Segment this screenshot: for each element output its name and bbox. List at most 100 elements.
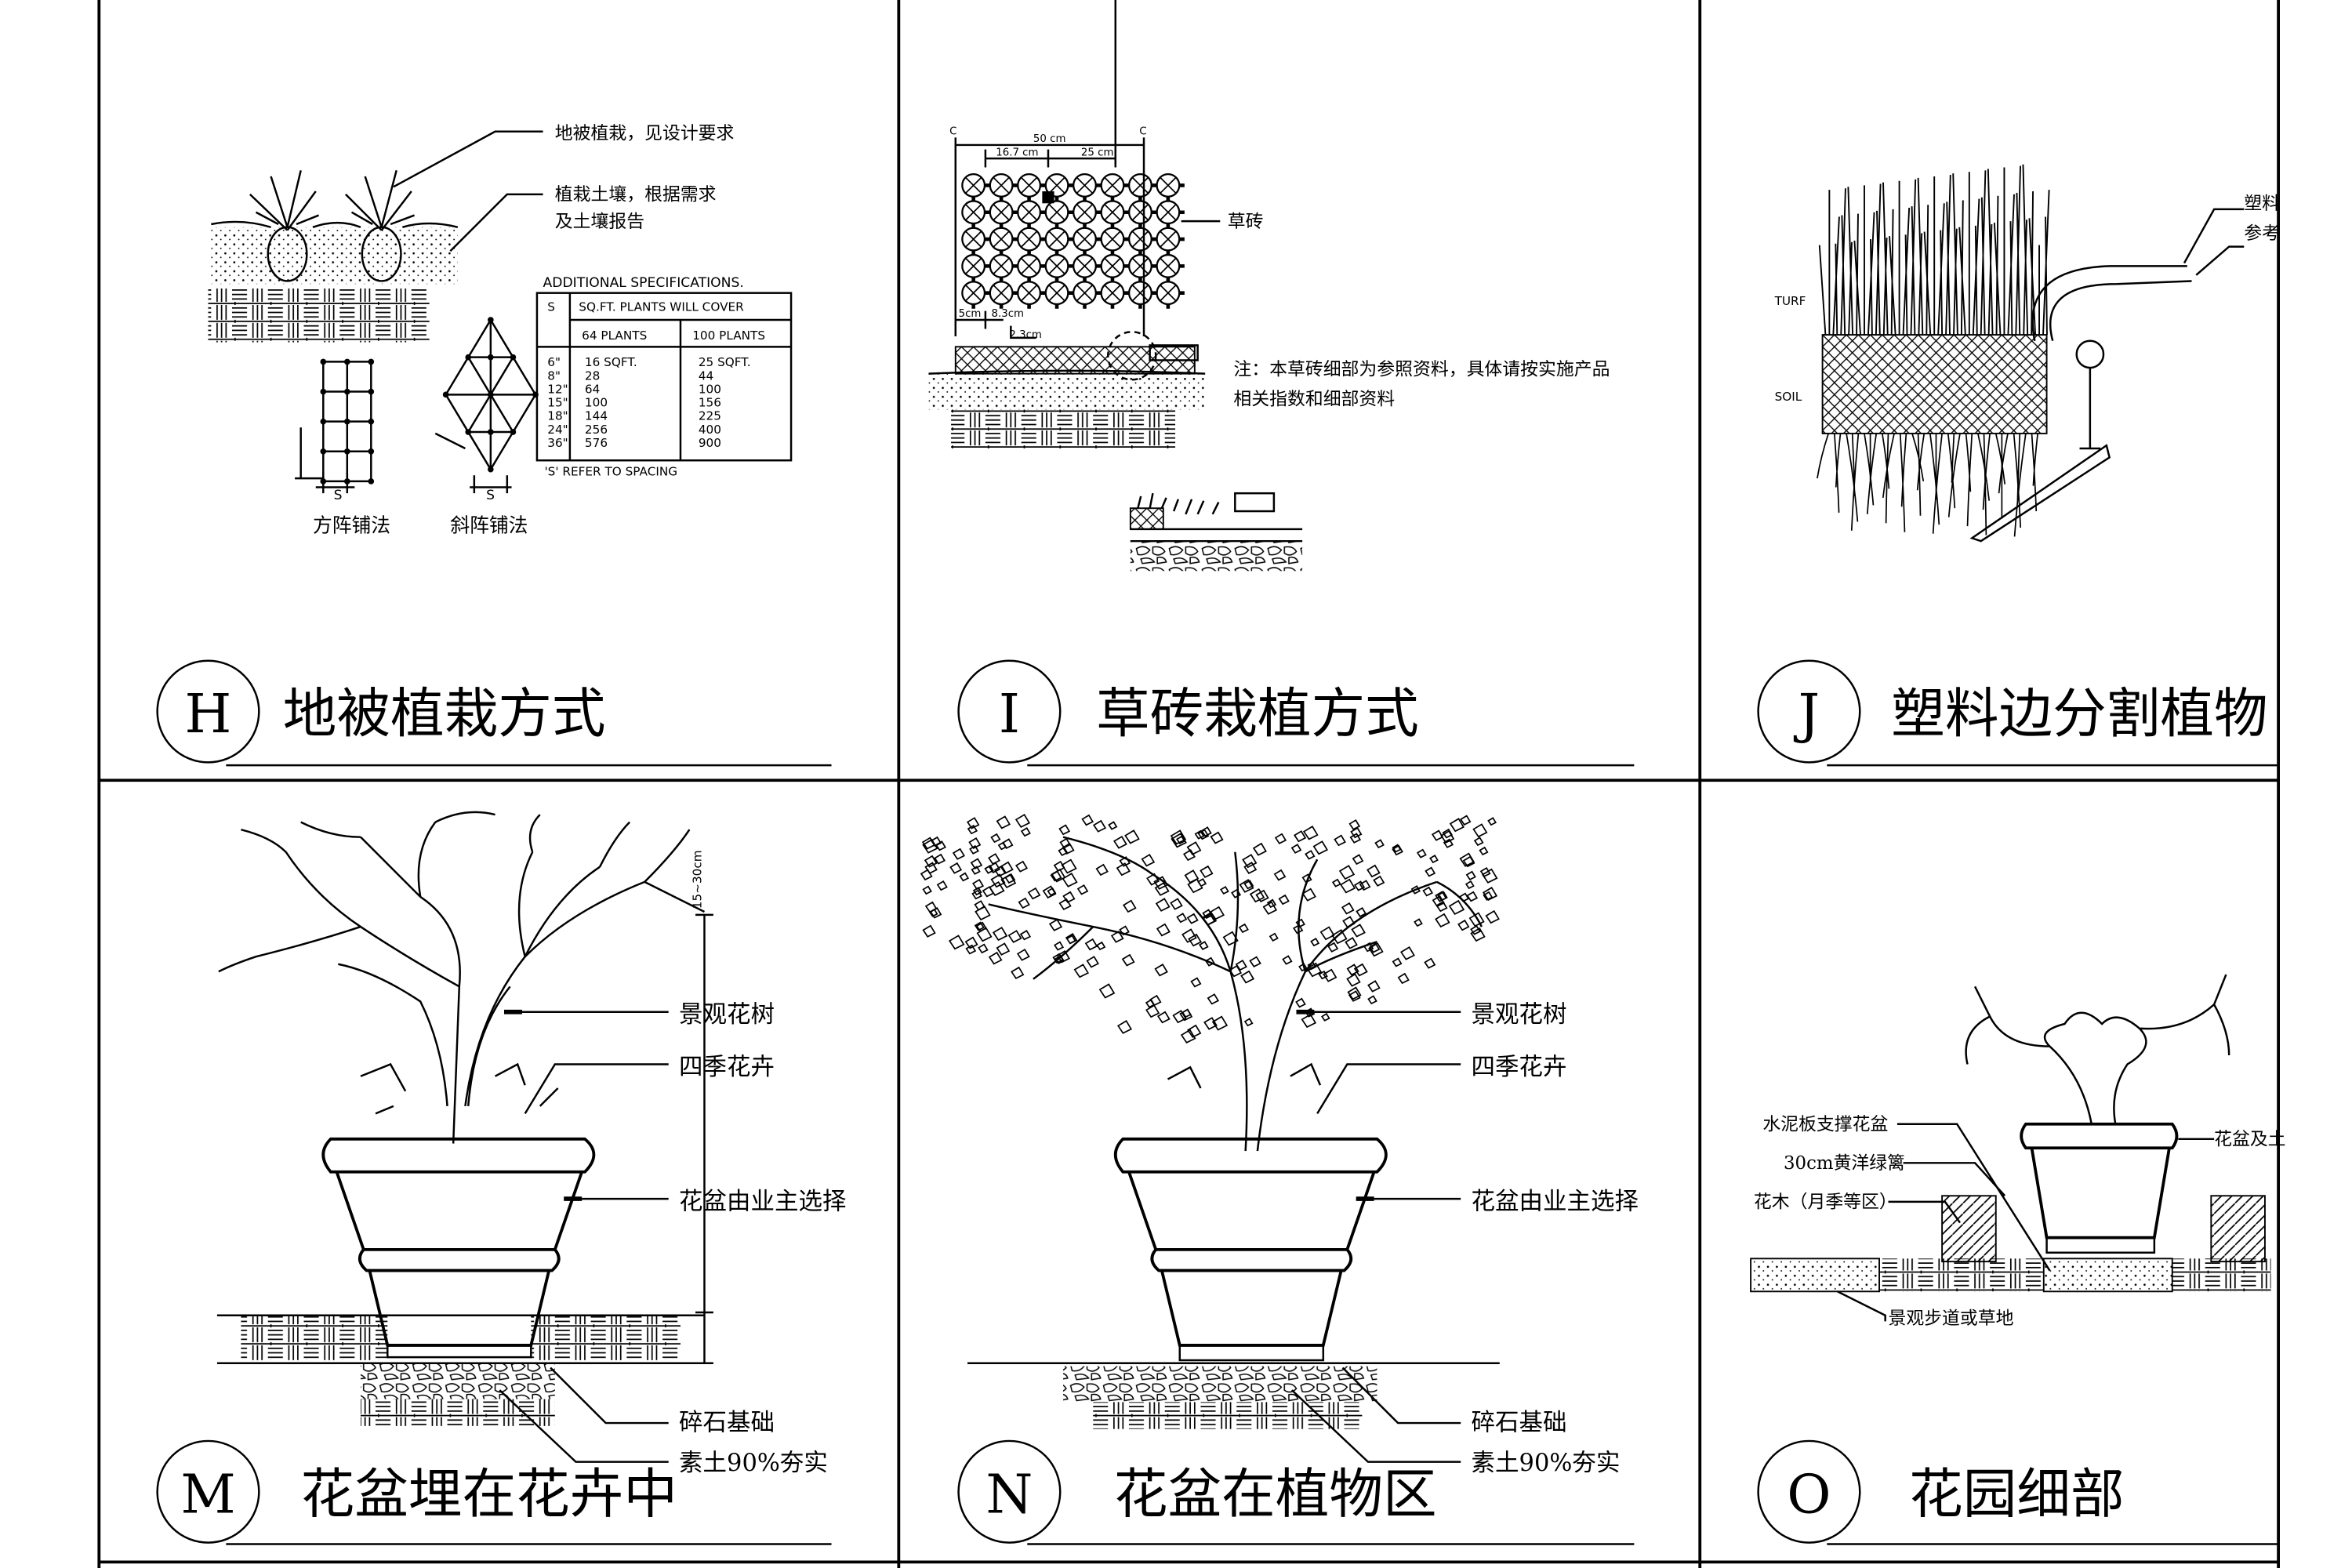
h-row-0-s: 6"	[547, 355, 561, 369]
spec-table	[535, 292, 793, 462]
h-row-6-s: 36"	[547, 436, 568, 450]
panel-o-drawing	[1750, 974, 2271, 1322]
o-path: 景观步道或草地	[1888, 1308, 2013, 1329]
title-block-o: O 花园细部	[1757, 1439, 2279, 1545]
title-letter-h: H	[185, 683, 232, 746]
grass-paver-grid	[961, 172, 1185, 309]
h-row-3-64: 100	[585, 396, 608, 410]
n-pot: 花盆由业主选择	[1472, 1188, 1639, 1215]
panel-n-drawing	[920, 813, 1500, 1463]
small-tree-icon	[1965, 974, 2230, 1124]
h-col-100: 100 PLANTS	[692, 328, 765, 343]
h-row-0-64: 16 SQFT.	[585, 355, 637, 369]
title-text-o: 花园细部	[1909, 1463, 2125, 1526]
o-flowers: 花木（月季等区）	[1754, 1192, 1897, 1213]
o-pot: 花盆及土	[2214, 1129, 2285, 1149]
title-block-h: H 地被植栽方式	[156, 659, 832, 767]
j-turf: TURF	[1774, 294, 1806, 308]
n-gravel: 碎石基础	[1472, 1410, 1567, 1437]
title-letter-m: M	[180, 1463, 235, 1526]
bare-tree-icon	[218, 811, 706, 1144]
h-row-3-s: 15"	[547, 396, 568, 410]
panel-m-text: 15~30cm 景观花树 四季花卉 花盆由业主选择 碎石基础 素土90%夯实	[679, 850, 847, 1477]
h-row-4-100: 225	[699, 409, 721, 423]
planter-pot-icon-n	[1113, 1137, 1388, 1362]
h-callout-2b: 及土壤报告	[555, 212, 644, 232]
h-spacing-note: 'S' REFER TO SPACING	[544, 464, 677, 478]
sheet-frame	[97, 0, 2281, 1568]
title-text-n: 花盆在植物区	[1114, 1463, 1437, 1526]
n-flowers: 四季花卉	[1472, 1054, 1567, 1081]
h-row-5-100: 400	[699, 423, 721, 437]
leafy-tree-icon	[920, 813, 1500, 1152]
title-block-n: N 花盆在植物区	[957, 1439, 1635, 1545]
h-row-1-64: 28	[585, 368, 600, 383]
h-row-4-64: 144	[585, 409, 608, 423]
title-text-m: 花盆埋在花卉中	[301, 1463, 677, 1526]
h-square-label: 方阵铺法	[313, 514, 390, 537]
title-letter-n: N	[985, 1463, 1033, 1526]
i-note-1: 注：本草砖细部为参照资料，具体请按实施产品	[1233, 360, 1610, 380]
n-tree: 景观花树	[1472, 1001, 1567, 1029]
i-dim-total: 50 cm	[1033, 133, 1066, 145]
h-row-2-s: 12"	[547, 382, 568, 396]
j-plastic-1: 塑料	[2244, 194, 2280, 214]
m-height-dim: 15~30cm	[691, 850, 705, 909]
title-letter-o: O	[1787, 1463, 1831, 1526]
turf-grass-icon	[1818, 164, 2050, 336]
title-block-j: J 塑料边分割植物	[1757, 659, 2279, 767]
panel-j-text: TURF SOIL 塑料 参考	[1774, 194, 2281, 404]
i-dim-b: 25 cm	[1081, 147, 1114, 158]
h-row-2-100: 100	[699, 382, 721, 396]
i-dim-a: 16.7 cm	[996, 147, 1038, 158]
panel-o-text: 水泥板支撑花盆 30cm黄洋绿篱 花木（月季等区） 花盆及土 景观步道或草地	[1754, 1114, 2286, 1329]
panel-i-text: C C 50 cm 16.7 cm 25 cm 5cm 8.3cm 2.3cm …	[949, 126, 1610, 410]
i-axis-c-left: C	[949, 126, 956, 138]
i-note-2: 相关指数和细部资料	[1233, 390, 1395, 410]
j-plastic-2: 参考	[2244, 223, 2280, 244]
panel-n-text: 景观花树 四季花卉 花盆由业主选择 碎石基础 素土90%夯实	[1472, 1001, 1639, 1477]
h-row-5-64: 256	[585, 423, 608, 437]
title-block-m: M 花盆埋在花卉中	[156, 1439, 832, 1545]
h-col-64: 64 PLANTS	[582, 328, 647, 343]
square-pattern-diagram	[295, 358, 375, 494]
title-letter-i: I	[999, 683, 1020, 746]
h-row-3-100: 156	[699, 396, 721, 410]
title-text-j: 塑料边分割植物	[1891, 683, 2267, 746]
m-flowers: 四季花卉	[679, 1054, 775, 1081]
o-hedge: 30cm黄洋绿篱	[1784, 1153, 1905, 1174]
i-axis-c-right: C	[1139, 126, 1146, 138]
title-text-h: 地被植栽方式	[283, 683, 606, 746]
h-callout-2a: 植栽土壤，根据需求	[555, 184, 717, 205]
h-row-6-100: 900	[699, 436, 721, 450]
m-pot: 花盆由业主选择	[679, 1188, 847, 1215]
h-col-s: S	[547, 300, 555, 314]
h-row-5-s: 24"	[547, 423, 568, 437]
h-row-0-100: 25 SQFT.	[699, 355, 751, 369]
title-block-i: I 草砖栽植方式	[957, 659, 1635, 767]
h-col-cover: SQ.FT. PLANTS WILL COVER	[579, 300, 744, 314]
panel-i-drawing	[928, 0, 1303, 572]
h-diagonal-label: 斜阵铺法	[450, 514, 528, 537]
h-row-4-s: 18"	[547, 409, 568, 423]
h-row-2-64: 64	[585, 382, 600, 396]
flower-pot-icon-o	[2020, 1122, 2179, 1254]
n-soil: 素土90%夯实	[1472, 1450, 1621, 1477]
h-s-mark-square: S	[334, 488, 343, 503]
title-text-i: 草砖栽植方式	[1096, 683, 1419, 746]
i-dim-c: 5cm	[959, 308, 982, 320]
m-tree: 景观花树	[679, 1001, 775, 1029]
title-letter-j: J	[1794, 683, 1820, 746]
panel-j-drawing	[1817, 164, 2245, 543]
h-row-1-100: 44	[699, 368, 713, 383]
j-soil: SOIL	[1775, 390, 1802, 404]
i-dim-e: 2.3cm	[1009, 329, 1042, 341]
h-row-1-s: 8"	[547, 368, 561, 383]
h-spec-title: ADDITIONAL SPECIFICATIONS.	[543, 275, 744, 291]
i-dim-d: 8.3cm	[992, 308, 1025, 320]
i-brick-label: 草砖	[1228, 212, 1264, 232]
m-gravel: 碎石基础	[679, 1410, 775, 1437]
o-support: 水泥板支撑花盆	[1762, 1114, 1888, 1134]
panel-m-drawing	[216, 811, 713, 1463]
